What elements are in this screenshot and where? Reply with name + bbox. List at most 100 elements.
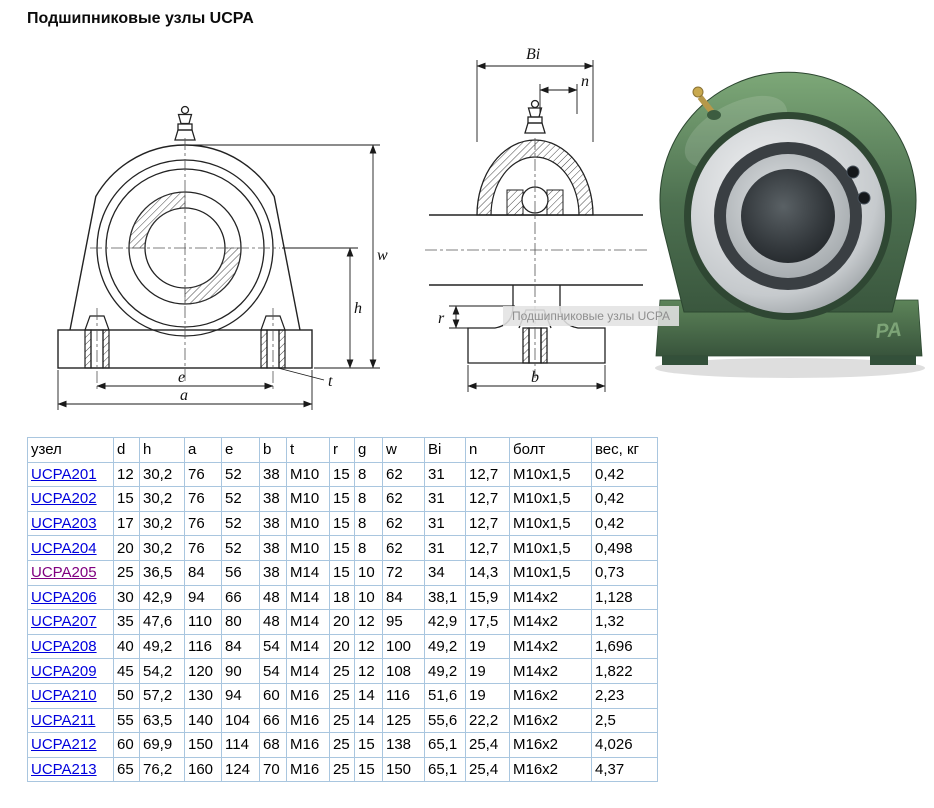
- value-cell: 15: [113, 486, 140, 512]
- value-cell: 0,498: [591, 535, 658, 561]
- model-cell: UCPA212: [27, 732, 114, 758]
- value-cell: 0,73: [591, 559, 658, 586]
- model-link[interactable]: UCPA201: [31, 465, 97, 483]
- model-link[interactable]: UCPA211: [31, 711, 96, 729]
- dimension-lines-front: [57, 144, 380, 410]
- value-cell: 76: [184, 486, 222, 512]
- photo-bearing-rings: [684, 112, 892, 320]
- value-cell: 52: [221, 510, 260, 537]
- value-cell: 49,2: [139, 633, 185, 660]
- value-cell: 20: [113, 535, 140, 561]
- value-cell: 76: [184, 510, 222, 537]
- column-header: e: [221, 437, 260, 463]
- model-link[interactable]: UCPA206: [31, 588, 97, 606]
- value-cell: M14x2: [509, 658, 592, 684]
- value-cell: 66: [259, 707, 287, 734]
- column-header: n: [465, 437, 510, 463]
- model-cell: UCPA210: [27, 682, 114, 709]
- value-cell: 62: [382, 535, 425, 561]
- model-link[interactable]: UCPA213: [31, 761, 97, 779]
- value-cell: 0,42: [591, 486, 658, 512]
- value-cell: 76: [184, 461, 222, 488]
- value-cell: 84: [184, 559, 222, 586]
- column-header: g: [354, 437, 383, 463]
- model-link[interactable]: UCPA204: [31, 539, 97, 557]
- value-cell: 72: [382, 559, 425, 586]
- value-cell: 125: [382, 707, 425, 734]
- value-cell: 62: [382, 486, 425, 512]
- dim-label-w: w: [377, 247, 388, 264]
- value-cell: 38: [259, 510, 287, 537]
- column-header: t: [286, 437, 330, 463]
- photo-shadow: [655, 358, 925, 378]
- model-link[interactable]: UCPA203: [31, 515, 97, 533]
- value-cell: 36,5: [139, 559, 185, 586]
- value-cell: 104: [221, 707, 260, 734]
- model-link[interactable]: UCPA205: [31, 564, 97, 582]
- value-cell: 25: [329, 756, 355, 783]
- value-cell: 160: [184, 756, 222, 783]
- value-cell: 49,2: [424, 658, 466, 684]
- n-dimension: [539, 84, 578, 114]
- section-hatch: [128, 191, 242, 305]
- value-cell: 30,2: [139, 486, 185, 512]
- model-link[interactable]: UCPA207: [31, 613, 97, 631]
- value-cell: 12: [354, 658, 383, 684]
- product-photo: PA: [655, 71, 925, 378]
- value-cell: 65,1: [424, 756, 466, 783]
- dim-label-n: n: [581, 73, 589, 90]
- value-cell: 56: [221, 559, 260, 586]
- value-cell: 25: [113, 559, 140, 586]
- value-cell: 48: [259, 609, 287, 635]
- value-cell: 116: [184, 633, 222, 660]
- value-cell: 10: [354, 559, 383, 586]
- value-cell: 19: [465, 682, 510, 709]
- value-cell: M16x2: [509, 756, 592, 783]
- value-cell: 55: [113, 707, 140, 734]
- model-link[interactable]: UCPA208: [31, 638, 97, 656]
- column-header: r: [329, 437, 355, 463]
- value-cell: 31: [424, 486, 466, 512]
- value-cell: 25,4: [465, 756, 510, 783]
- value-cell: M14x2: [509, 633, 592, 660]
- model-link[interactable]: UCPA209: [31, 662, 97, 680]
- page-title: Подшипниковые узлы UCPA: [27, 10, 254, 27]
- value-cell: 51,6: [424, 682, 466, 709]
- model-link[interactable]: UCPA210: [31, 687, 97, 705]
- value-cell: 18: [329, 584, 355, 611]
- side-view-diagram: Bi n: [425, 46, 647, 392]
- value-cell: 25: [329, 732, 355, 758]
- value-cell: 14: [354, 682, 383, 709]
- value-cell: 1,696: [591, 633, 658, 660]
- value-cell: M16: [286, 756, 330, 783]
- dim-label-r: r: [438, 310, 445, 327]
- grease-nipple-side: [524, 99, 546, 134]
- value-cell: 120: [184, 658, 222, 684]
- value-cell: M16: [286, 732, 330, 758]
- value-cell: 25: [329, 707, 355, 734]
- column-header: b: [259, 437, 287, 463]
- value-cell: M10x1,5: [509, 535, 592, 561]
- value-cell: 150: [184, 732, 222, 758]
- model-cell: UCPA206: [27, 584, 114, 611]
- value-cell: 17,5: [465, 609, 510, 635]
- dim-label-bi: Bi: [526, 46, 540, 63]
- model-link[interactable]: UCPA202: [31, 490, 97, 508]
- photo-foot-left: [662, 356, 708, 365]
- dim-label-t: t: [328, 373, 333, 390]
- model-link[interactable]: UCPA212: [31, 736, 97, 754]
- front-view-diagram: w h e a t: [57, 105, 388, 410]
- value-cell: 15: [329, 510, 355, 537]
- value-cell: 52: [221, 486, 260, 512]
- value-cell: 31: [424, 461, 466, 488]
- dim-label-h: h: [354, 300, 362, 317]
